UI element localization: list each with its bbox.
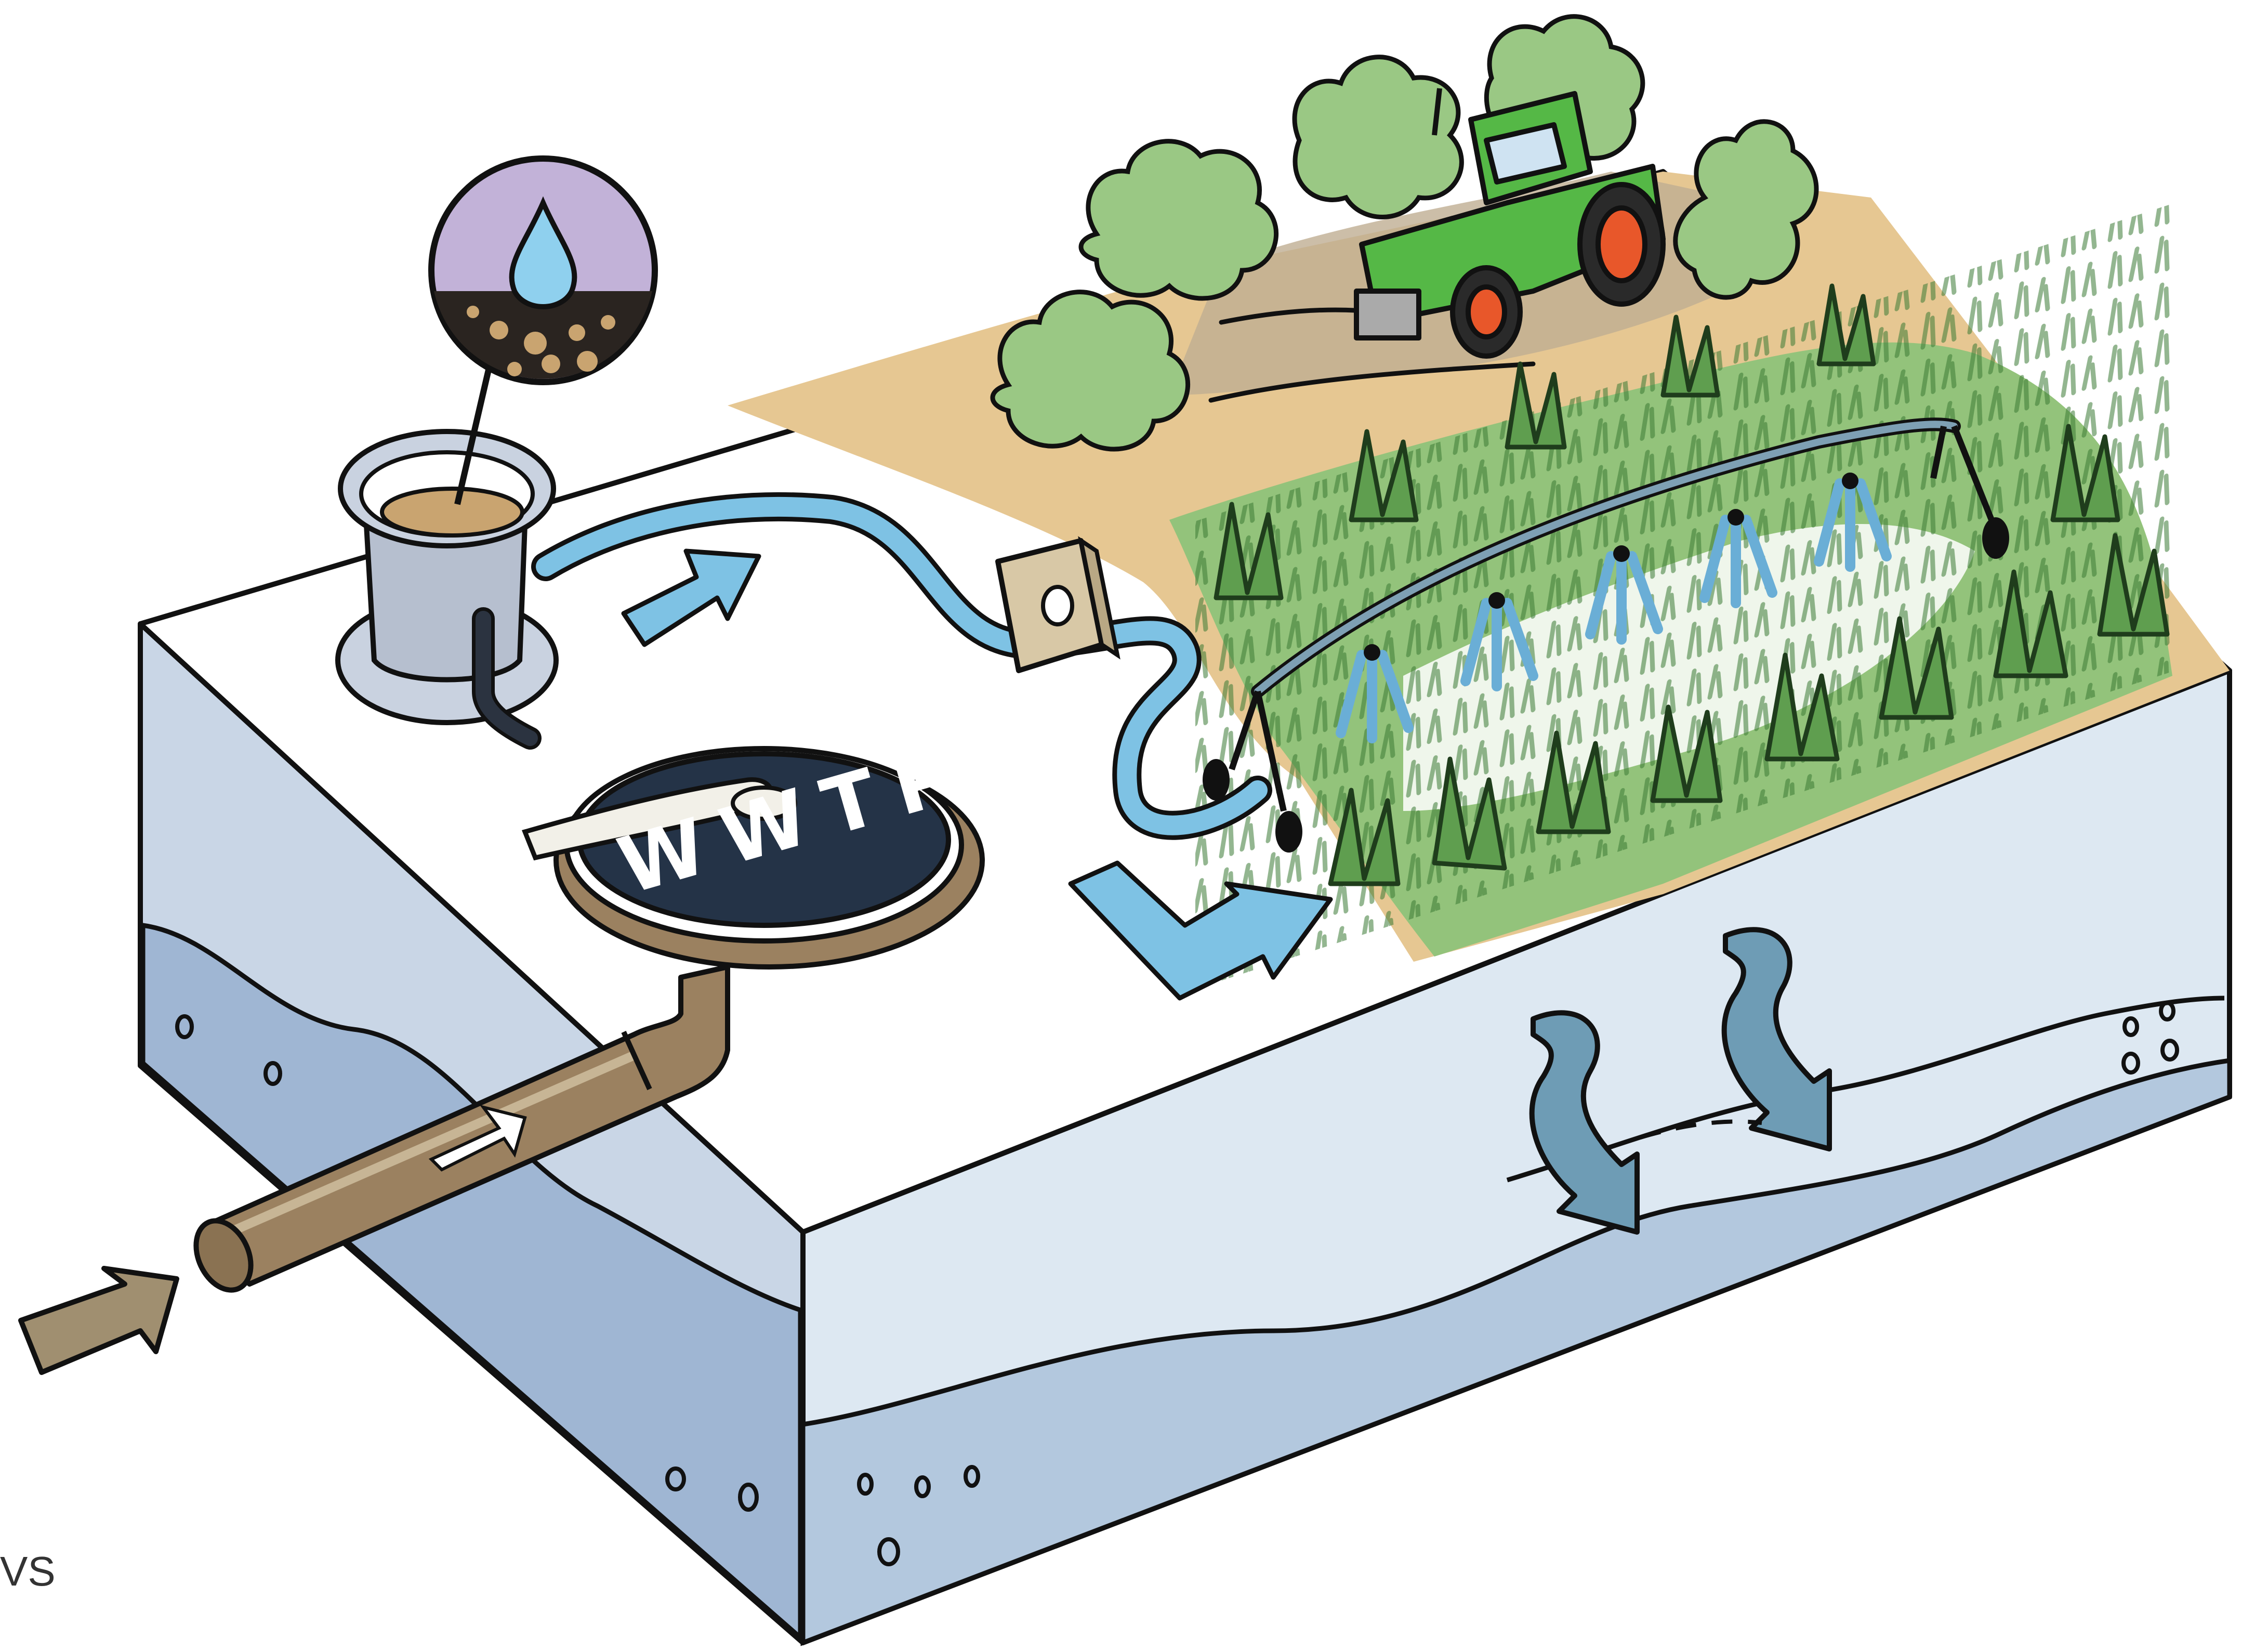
sand-filter-tank: [338, 431, 556, 738]
inlet-arrow-icon: [21, 1268, 177, 1372]
credit-text: VS: [0, 1548, 56, 1594]
